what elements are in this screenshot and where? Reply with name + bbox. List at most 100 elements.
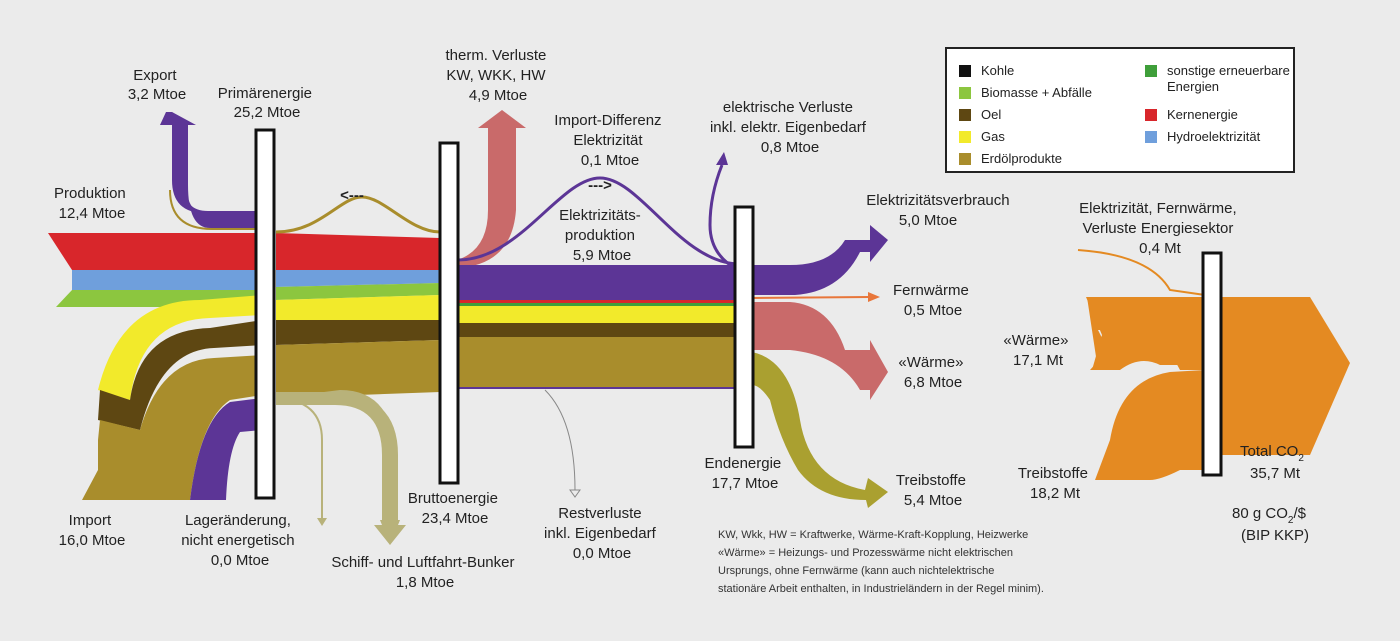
- import-diff-arrow-left: <---: [340, 187, 364, 204]
- co2-elek-line: [1077, 249, 1206, 296]
- legend-swatch: [959, 87, 971, 99]
- svg-text:«Wärme» 17,1 Mt: «Wärme» 17,1 Mt: [1003, 332, 1072, 369]
- mid-oil-band: [276, 320, 440, 345]
- legend-label: Gas: [981, 129, 1005, 144]
- note-line: stationäre Arbeit enthalten, in Industri…: [718, 583, 1044, 595]
- import-diff-value: 0,1 Mtoe: [581, 152, 639, 169]
- export-label: Export: [133, 67, 177, 84]
- legend-label: Hydroelektrizität: [1167, 129, 1261, 144]
- co2-total-value: 35,7 Mt: [1250, 465, 1301, 482]
- waerme-flow: [752, 302, 888, 400]
- bruttoenergie-label: Bruttoenergie: [408, 490, 498, 507]
- fernwaerme-label: Fernwärme: [893, 282, 969, 299]
- svg-text:Primärenergie 25,2 Mtoe: Primärenergie 25,2 Mtoe: [218, 85, 316, 121]
- export-flow: [160, 112, 262, 213]
- elektrizitaet-produktion-curve: [457, 176, 739, 266]
- bunker-value: 1,8 Mtoe: [396, 574, 454, 591]
- production-nuclear-band: [48, 233, 262, 270]
- mid-renew-band: [276, 283, 440, 300]
- note-line: Ursprungs, ohne Fernwärme (kann auch nic…: [718, 565, 994, 577]
- co2-waerme-label: «Wärme»: [1003, 332, 1068, 349]
- waerme-label: «Wärme»: [898, 354, 963, 371]
- restverluste-label: Restverluste: [558, 505, 641, 522]
- svg-text:Endenergie 17,7 Mtoe: Endenergie 17,7 Mtoe: [705, 455, 786, 492]
- legend-swatch: [959, 153, 971, 165]
- endenergie-label: Endenergie: [705, 455, 782, 472]
- co2-elek-label: Elektrizität, Fernwärme,: [1079, 200, 1237, 217]
- svg-text:elektrische Verluste inkl.: elektrische Verluste inkl. elektr. Eigen…: [710, 99, 870, 156]
- mid-nuclear-band: [276, 233, 440, 270]
- svg-text:Elektrizitätsverbrauch 5,0: Elektrizitätsverbrauch 5,0 Mtoe: [866, 192, 1014, 229]
- restverluste-line: [544, 389, 576, 491]
- note-line: «Wärme» = Heizungs- und Prozesswärme nic…: [718, 547, 1013, 559]
- primaerenergie-bar: [254, 128, 276, 500]
- lager-sub: nicht energetisch: [181, 532, 294, 549]
- bunker-flow-body: [276, 392, 406, 545]
- import-coal-purple-band: [190, 398, 262, 500]
- import-diff-sub: Elektrizität: [573, 132, 643, 149]
- elek-verbrauch-flow: [752, 225, 888, 295]
- export-value: 3,2 Mtoe: [128, 86, 186, 103]
- restverluste-arrow: [569, 489, 581, 498]
- production-hydro-band: [72, 270, 262, 290]
- legend-label: sonstige erneuerbare Energien: [1167, 63, 1290, 94]
- mid-gas-band: [276, 295, 440, 320]
- co2-waerme-value: 17,1 Mt: [1013, 352, 1064, 369]
- elek-verbrauch-label: Elektrizitätsverbrauch: [866, 192, 1009, 209]
- legend-swatch: [1145, 109, 1157, 121]
- brutto-red-line: [458, 300, 738, 303]
- bruttoenergie-bar: [438, 141, 460, 485]
- co2-intensity-label: 80 g CO2/$: [1232, 505, 1307, 526]
- svg-text:Schiff- und Luftfahrt-Bunker: Schiff- und Luftfahrt-Bunker 1,8 Mtoe: [331, 554, 518, 591]
- legend-swatch: [959, 65, 971, 77]
- elek-produktion-sub: produktion: [565, 227, 635, 244]
- svg-text:Fernwärme 0,5 Mtoe: Fernwärme 0,5 Mtoe: [893, 282, 973, 319]
- brutto-products-band: [458, 337, 738, 388]
- legend-label: Erdölprodukte: [981, 151, 1062, 166]
- import-label: Import: [69, 512, 112, 529]
- endenergie-value: 17,7 Mtoe: [712, 475, 779, 492]
- legend: Kohle Biomasse + Abfälle Oel Gas Erdölpr…: [945, 47, 1295, 173]
- export-flow-body: [160, 112, 262, 228]
- brutto-green-line: [458, 303, 738, 306]
- mid-hydro-band: [276, 270, 440, 287]
- elek-produktion-value: 5,9 Mtoe: [573, 247, 631, 264]
- svg-text:Produktion 12,4 Mtoe: Produktion 12,4 Mtoe: [54, 185, 130, 222]
- fernwaerme-value: 0,5 Mtoe: [904, 302, 962, 319]
- import-value: 16,0 Mtoe: [59, 532, 126, 549]
- svg-text:Bruttoenergie 23,4 Mtoe: Bruttoenergie 23,4 Mtoe: [408, 490, 502, 527]
- legend-swatch: [959, 131, 971, 143]
- svg-text:Export 3,2 Mtoe: Export 3,2 Mtoe: [128, 67, 186, 103]
- fernwaerme-flow: [751, 296, 871, 299]
- import-oil-band: [98, 320, 262, 430]
- svg-text:Treibstoffe 5,4 Mtoe: Treibstoffe 5,4 Mtoe: [896, 472, 970, 509]
- legend-label: Biomasse + Abfälle: [981, 85, 1092, 100]
- fernwaerme-arrow: [868, 292, 880, 302]
- export-flow-trim: [169, 189, 262, 230]
- legend-swatch: [1145, 65, 1157, 77]
- elektr-verluste-flow: [708, 164, 739, 272]
- legend-swatch: [1145, 131, 1157, 143]
- elektr-verluste-sub: inkl. elektr. Eigenbedarf: [710, 119, 867, 136]
- import-diff-arrow-right: --->: [588, 177, 612, 194]
- co2-total-arrow: [1221, 297, 1350, 455]
- therm-verluste-value: 4,9 Mtoe: [469, 87, 527, 104]
- note-line: KW, Wkk, HW = Kraftwerke, Wärme-Kraft-Ko…: [718, 529, 1028, 541]
- waerme-value: 6,8 Mtoe: [904, 374, 962, 391]
- svg-text:Restverluste inkl. Eigenbe: Restverluste inkl. Eigenbedarf 0,0 Mtoe: [544, 505, 660, 562]
- primaerenergie-label: Primärenergie: [218, 85, 312, 102]
- treibstoffe-label: Treibstoffe: [896, 472, 966, 489]
- legend-swatch: [959, 109, 971, 121]
- elektr-verluste-arrow: [716, 152, 728, 165]
- lager-arrow: [317, 518, 327, 526]
- primaerenergie-value: 25,2 Mtoe: [234, 104, 301, 121]
- svg-text:KW, Wkk, HW = Kraftwerke, Wärm: KW, Wkk, HW = Kraftwerke, Wärme-Kraft-Ko…: [718, 529, 1044, 595]
- endenergie-bar: [733, 205, 755, 449]
- elektr-verluste-value: 0,8 Mtoe: [761, 139, 819, 156]
- elektr-verluste-label: elektrische Verluste: [723, 99, 853, 116]
- produktion-label: Produktion: [54, 185, 126, 202]
- bruttoenergie-value: 23,4 Mtoe: [422, 510, 489, 527]
- svg-text:Import-Differenz Elektrizi: Import-Differenz Elektrizität 0,1 Mtoe: [554, 112, 665, 169]
- elek-produktion-label: Elektrizitäts-: [559, 207, 641, 224]
